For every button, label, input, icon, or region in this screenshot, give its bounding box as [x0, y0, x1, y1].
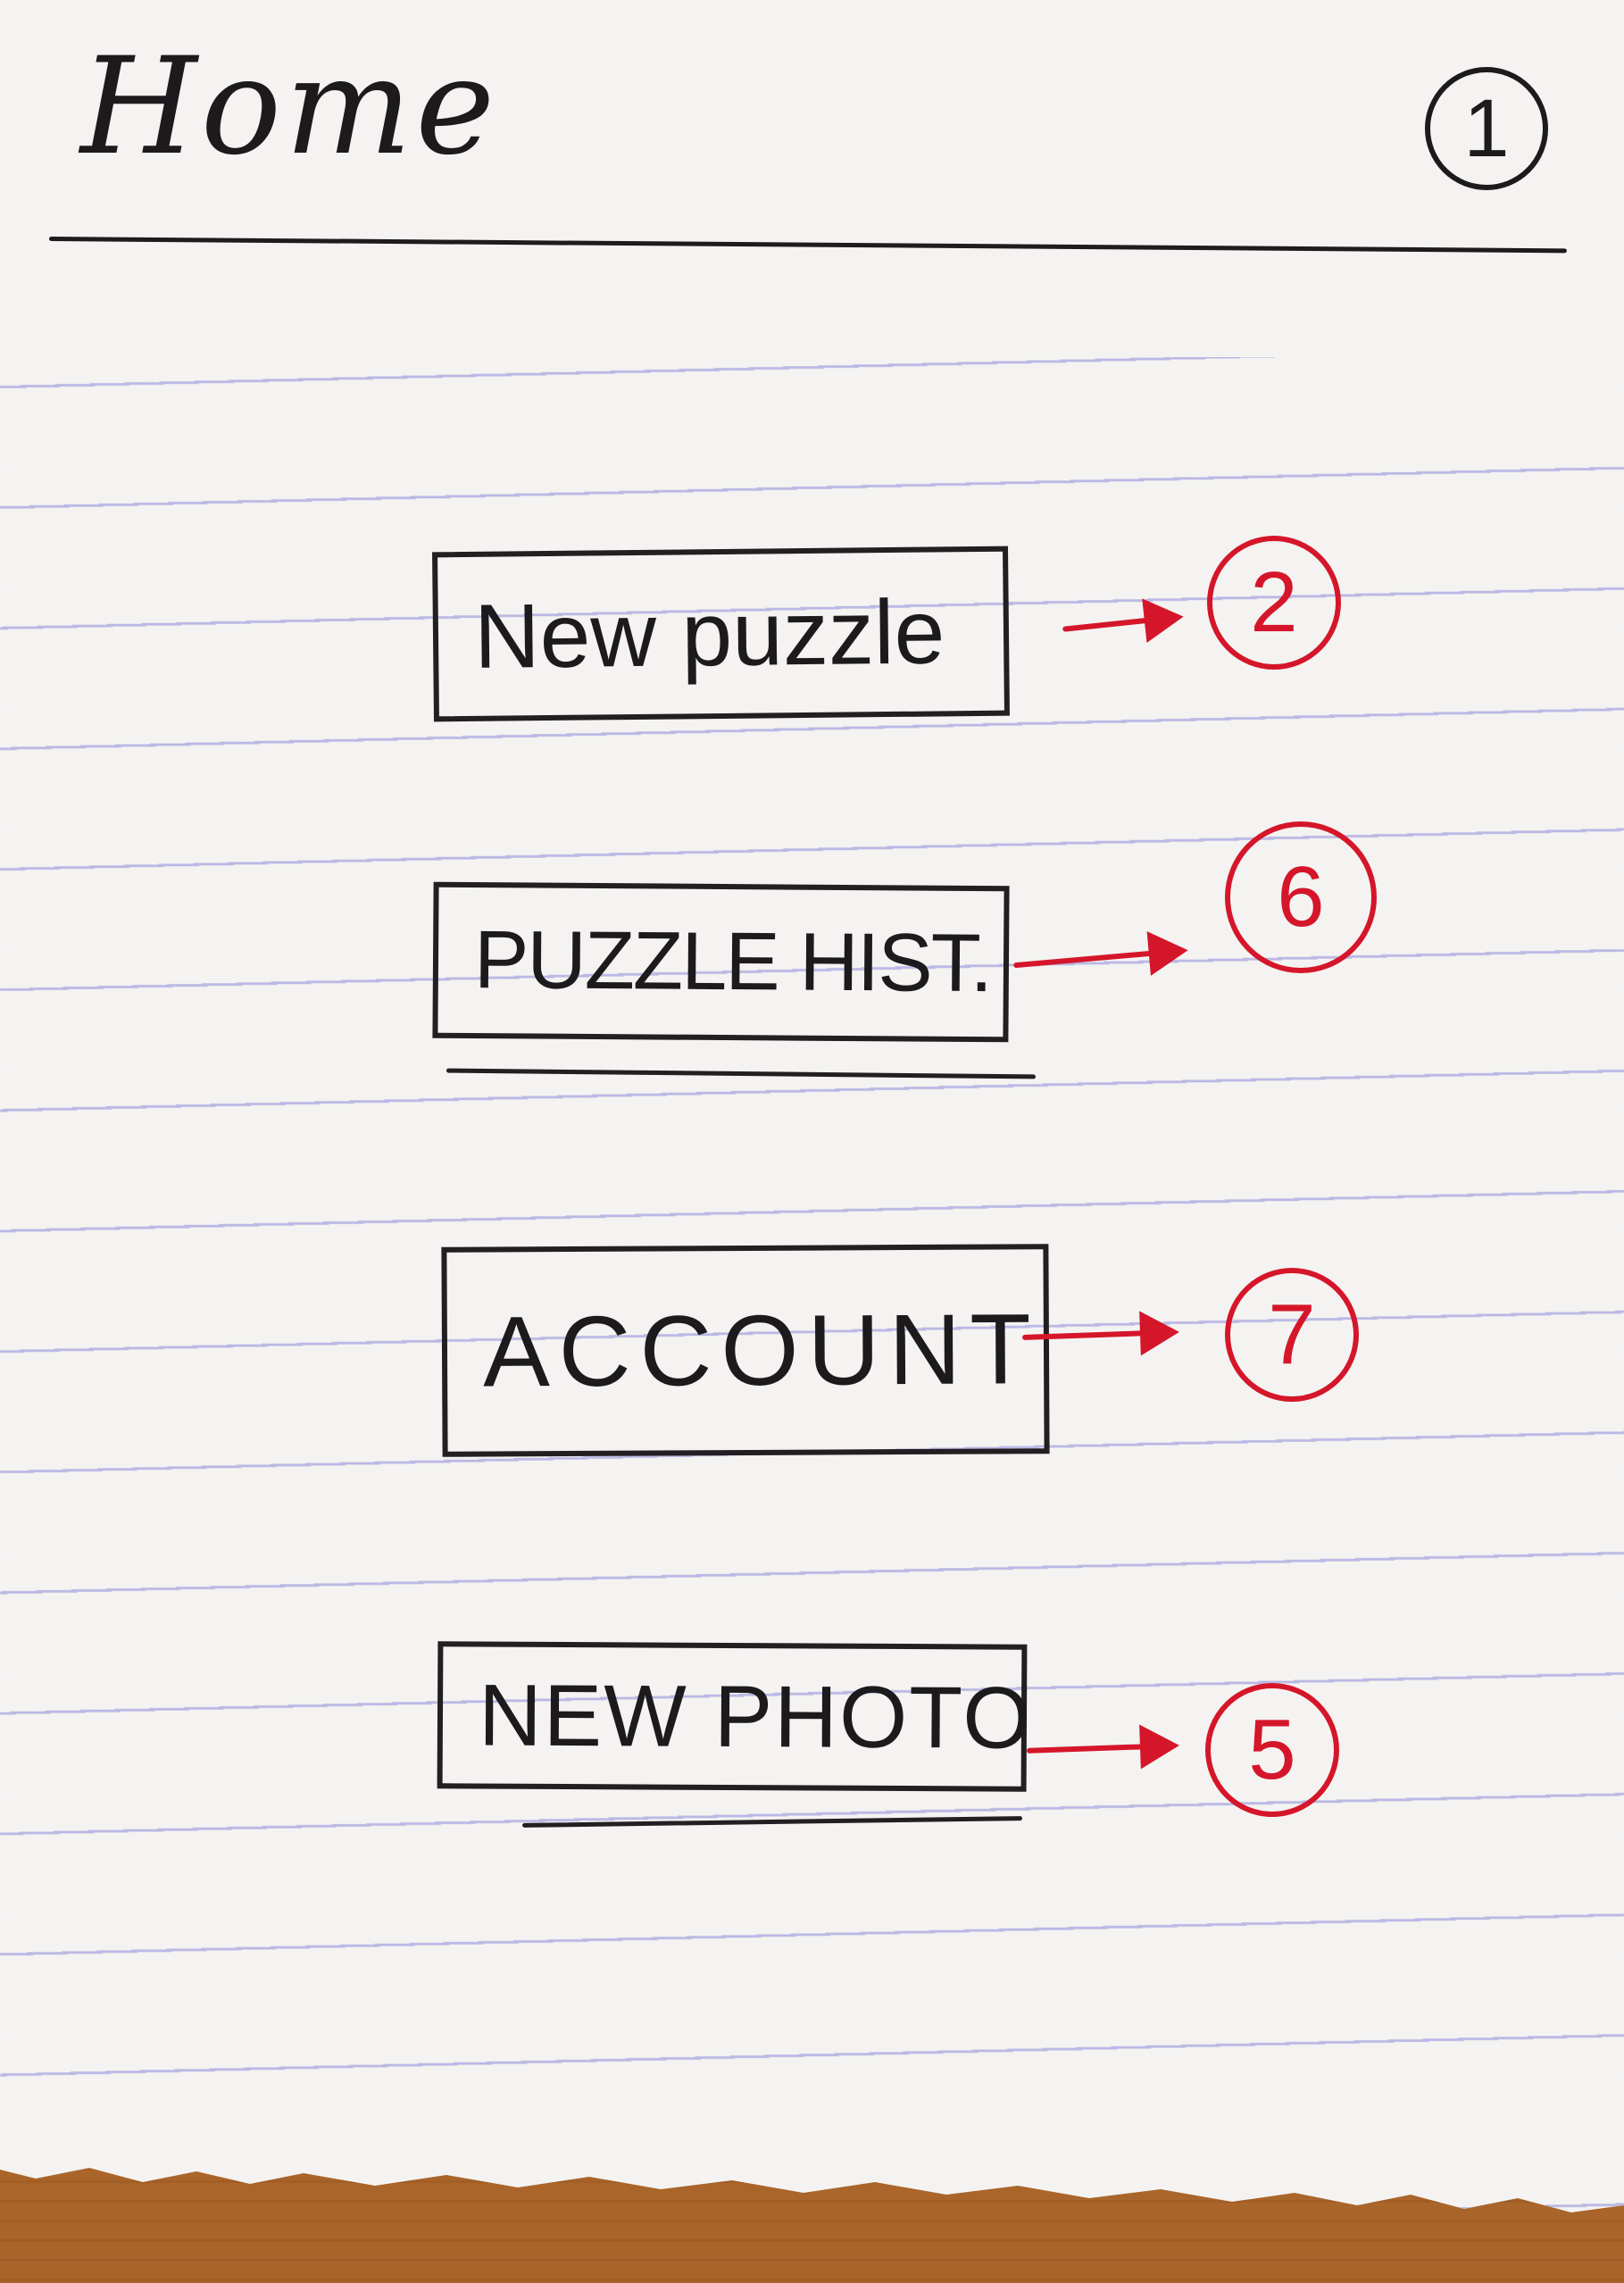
new-photo-button[interactable]: NEW PHOTO	[437, 1641, 1033, 1792]
account-button[interactable]: ACCOUNT	[441, 1244, 1050, 1457]
page-title: Home	[80, 29, 499, 185]
target-screen-badge-new-puzzle[interactable]: 2	[1207, 536, 1341, 670]
target-screen-badge-account[interactable]: 7	[1225, 1268, 1359, 1402]
new-puzzle-button[interactable]: New puzzle	[432, 546, 1010, 722]
puzzle-history-button[interactable]: PUZZLE HIST.	[432, 881, 1010, 1043]
paper-header-area	[0, 0, 1624, 357]
target-screen-badge-puzzle-history[interactable]: 6	[1225, 821, 1377, 973]
screen-number-badge: 1	[1425, 67, 1548, 190]
target-screen-badge-new-photo[interactable]: 5	[1205, 1683, 1339, 1817]
